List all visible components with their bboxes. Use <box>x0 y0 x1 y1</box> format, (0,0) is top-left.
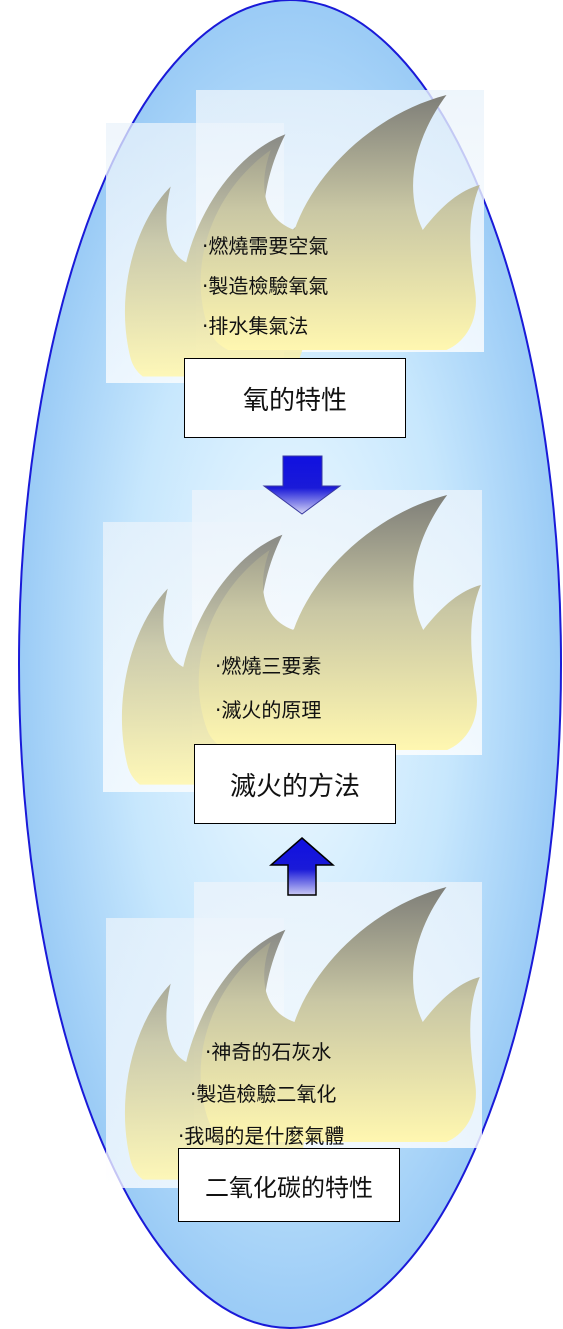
bullet-item: ‧我喝的是什麼氣體 <box>178 1124 345 1148</box>
arrow-down-icon <box>262 455 342 515</box>
bullet-item: ‧製造檢驗氧氣 <box>202 274 329 298</box>
flame-group-1 <box>106 90 484 383</box>
bullet-item: ‧燃燒三要素 <box>215 654 322 678</box>
section-title-box: 滅火的方法 <box>194 744 396 824</box>
section-title-box: 二氧化碳的特性 <box>178 1148 400 1222</box>
bullet-item: ‧神奇的石灰水 <box>205 1040 332 1064</box>
flame-group-3 <box>106 882 482 1188</box>
arrow-up-icon <box>268 837 336 896</box>
bullet-item: ‧燃燒需要空氣 <box>202 234 329 258</box>
bullet-item: ‧製造檢驗二氧化 <box>190 1082 337 1106</box>
section-title-box: 氧的特性 <box>184 358 406 438</box>
flame-group-2 <box>103 490 482 792</box>
bullet-item: ‧排水集氣法 <box>202 314 309 338</box>
bullet-item: ‧滅火的原理 <box>215 698 322 722</box>
